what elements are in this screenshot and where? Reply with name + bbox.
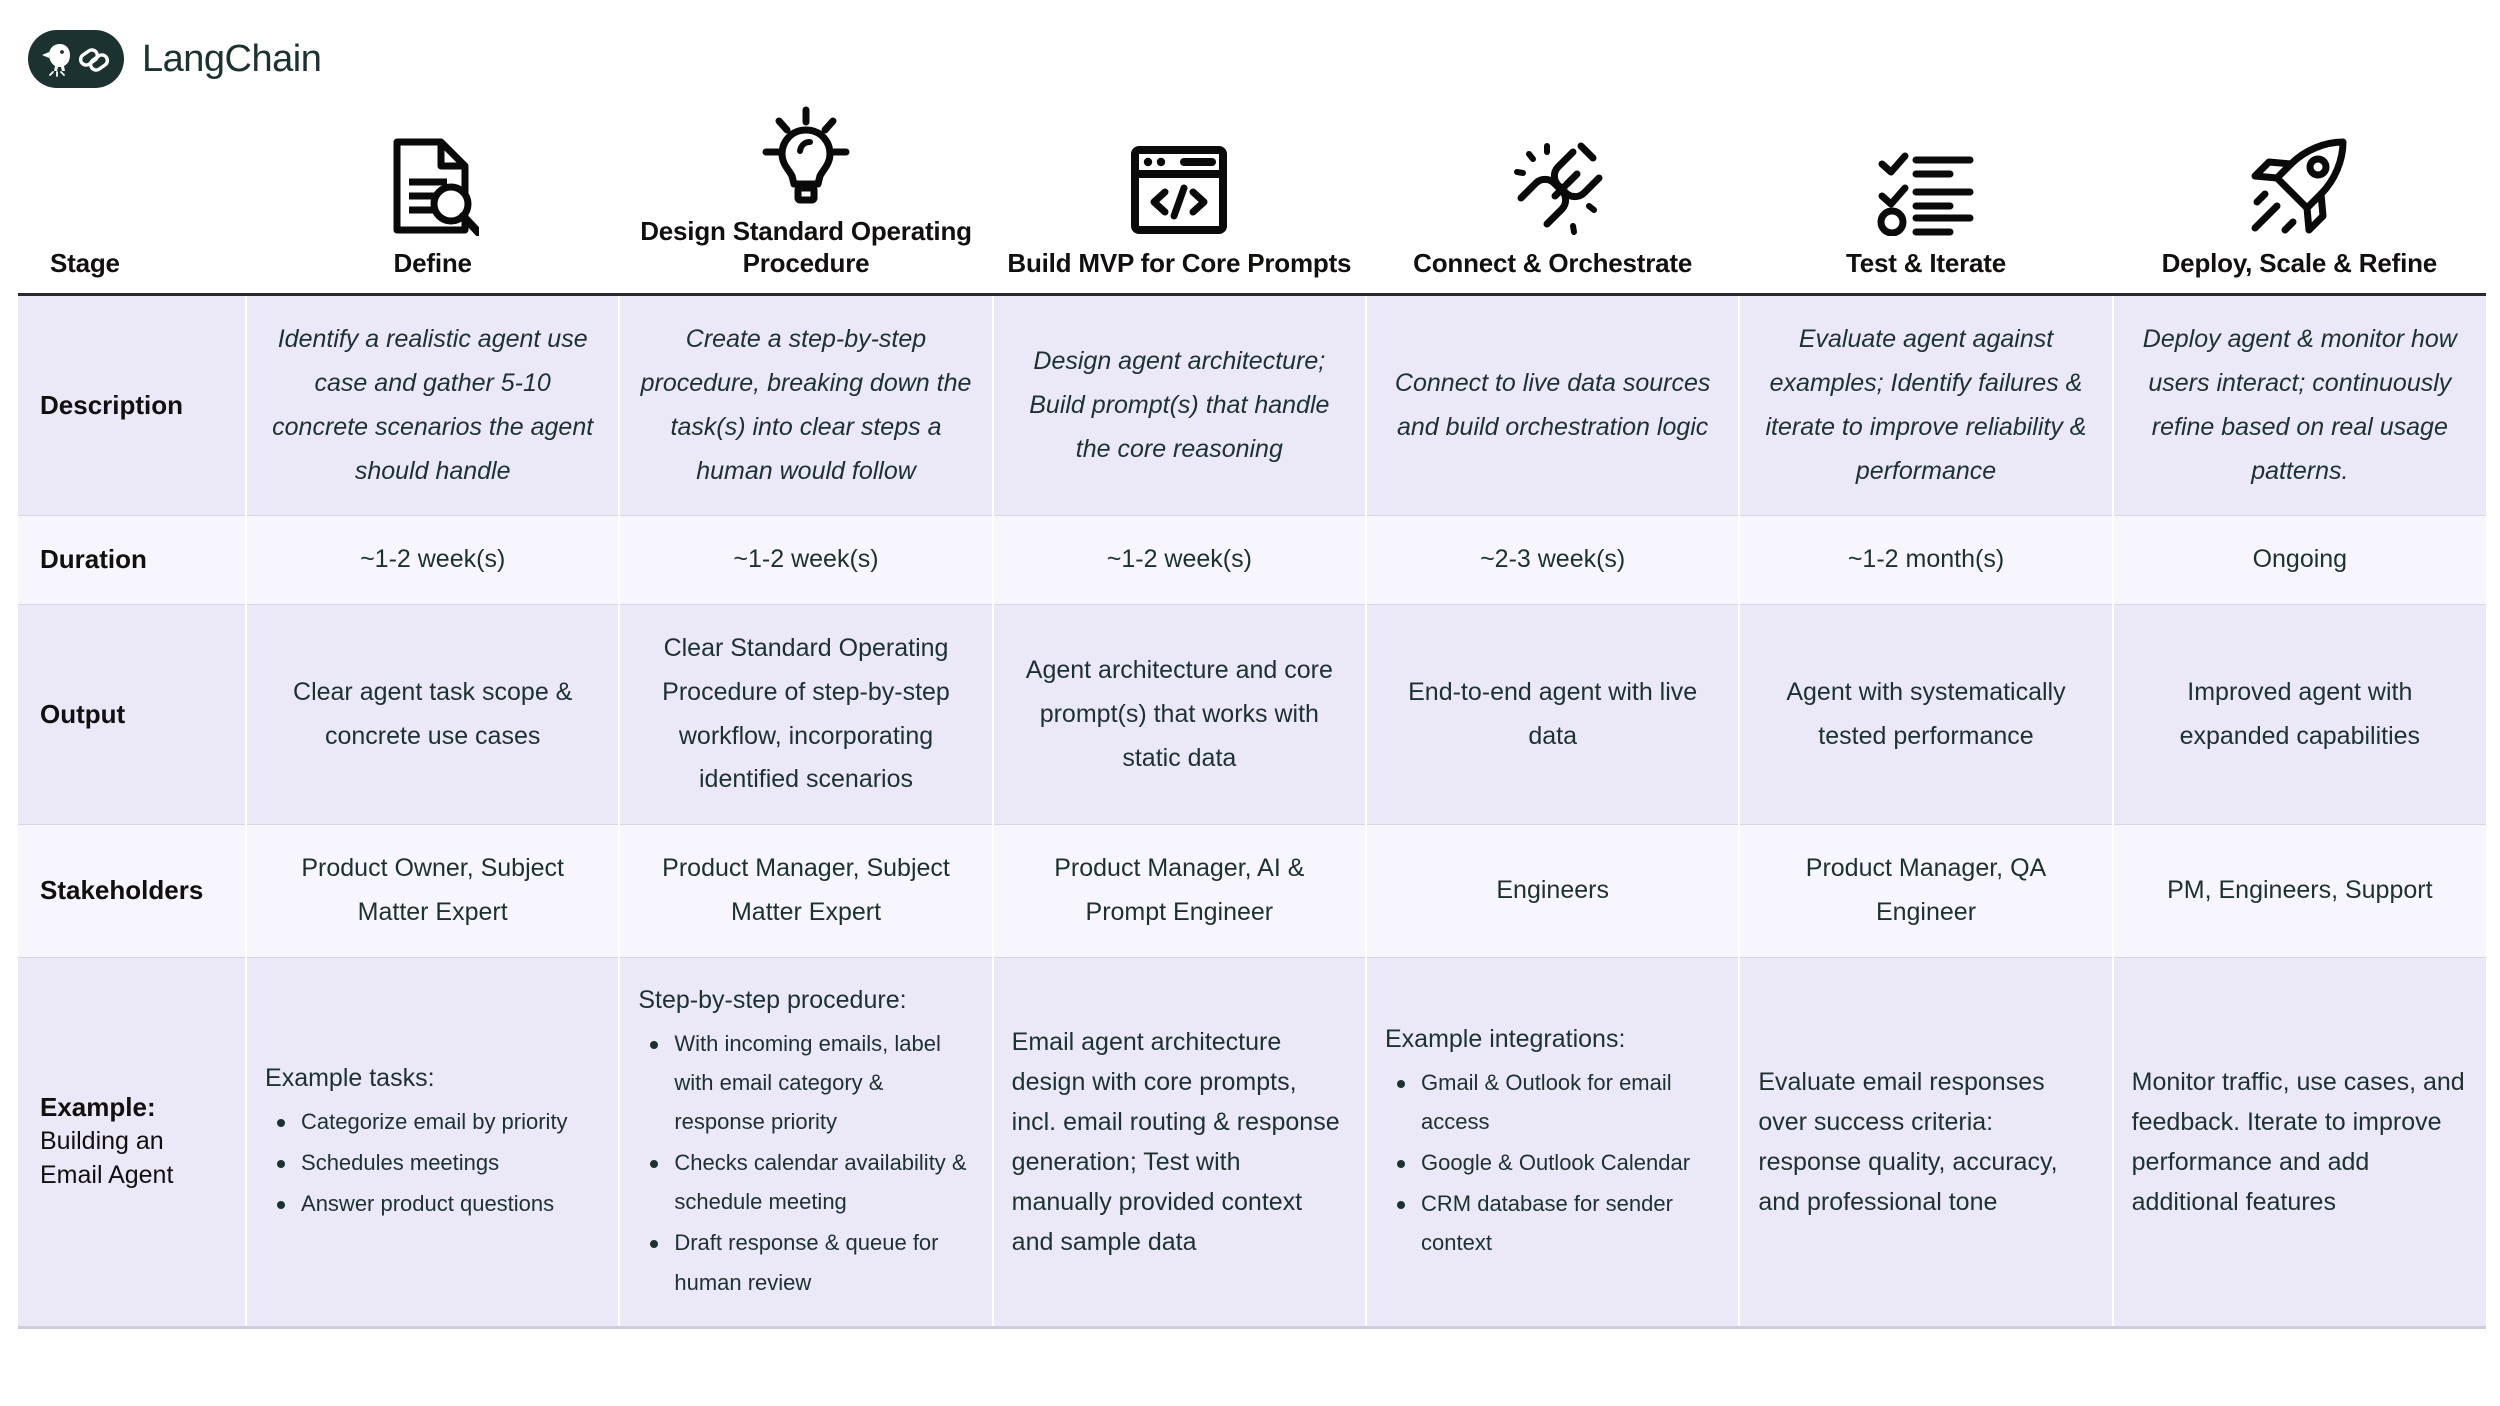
cell-duration-connect: ~2-3 week(s) bbox=[1364, 515, 1741, 605]
column-header-label: Connect & Orchestrate bbox=[1413, 247, 1693, 278]
cell-stakeholders-connect: Engineers bbox=[1364, 824, 1741, 958]
cell-duration-test: ~1-2 month(s) bbox=[1738, 515, 2114, 605]
header-cell-define: Define bbox=[246, 92, 620, 295]
cell-example-build-mvp: Email agent architecture design with cor… bbox=[991, 956, 1368, 1329]
row-label-output: Output bbox=[18, 604, 248, 825]
cell-example-deploy: Monitor traffic, use cases, and feedback… bbox=[2111, 956, 2486, 1329]
plug-connector-icon bbox=[1376, 124, 1729, 236]
column-header-label: Test & Iterate bbox=[1845, 247, 2006, 278]
header-cell-build-mvp: Build MVP for Core Prompts bbox=[992, 92, 1366, 295]
cell-duration-build-mvp: ~1-2 week(s) bbox=[991, 515, 1368, 605]
agent-lifecycle-table: Stage bbox=[18, 92, 2486, 1329]
cell-stakeholders-test: Product Manager, QA Engineer bbox=[1738, 824, 2114, 958]
checklist-icon bbox=[1749, 124, 2102, 236]
list-item: Google & Outlook Calendar bbox=[1385, 1143, 1720, 1182]
row-label-description: Description bbox=[18, 293, 248, 516]
example-lead: Example tasks: bbox=[265, 1064, 435, 1092]
column-header-label: Deploy, Scale & Refine bbox=[2161, 247, 2438, 278]
list-item: Schedules meetings bbox=[265, 1143, 600, 1182]
header-cell-connect: Connect & Orchestrate bbox=[1366, 92, 1740, 295]
header-cell-stage: Stage bbox=[18, 92, 247, 295]
list-item: Draft response & queue for human review bbox=[638, 1223, 973, 1301]
cell-description-deploy: Deploy agent & monitor how users interac… bbox=[2111, 293, 2486, 516]
table-row-example: Example: Building an Email Agent Example… bbox=[18, 956, 2486, 1329]
column-header-label: Design Standard Operating Procedure bbox=[640, 216, 972, 278]
table-row: Duration ~1-2 week(s) ~1-2 week(s) ~1-2 … bbox=[18, 515, 2486, 605]
brand-name: LangChain bbox=[142, 37, 322, 80]
cell-output-deploy: Improved agent with expanded capabilitie… bbox=[2111, 604, 2486, 825]
rocket-icon bbox=[2123, 124, 2476, 236]
cell-description-test: Evaluate agent against examples; Identif… bbox=[1738, 293, 2114, 516]
cell-description-build-mvp: Design agent architecture; Build prompt(… bbox=[991, 293, 1368, 516]
row-label-example: Example: Building an Email Agent bbox=[18, 956, 248, 1329]
cell-output-define: Clear agent task scope & concrete use ca… bbox=[245, 604, 621, 825]
cell-description-connect: Connect to live data sources and build o… bbox=[1364, 293, 1741, 516]
table-header-row: Stage bbox=[18, 92, 2486, 295]
cell-duration-deploy: Ongoing bbox=[2111, 515, 2486, 605]
cell-output-build-mvp: Agent architecture and core prompt(s) th… bbox=[991, 604, 1368, 825]
cell-stakeholders-build-mvp: Product Manager, AI & Prompt Engineer bbox=[991, 824, 1368, 958]
browser-code-icon bbox=[1003, 124, 1356, 236]
row-label-duration: Duration bbox=[18, 515, 248, 605]
list-item: Answer product questions bbox=[265, 1184, 600, 1223]
list-item: Checks calendar availability & schedule … bbox=[638, 1143, 973, 1221]
example-paragraph: Monitor traffic, use cases, and feedback… bbox=[2131, 1067, 2465, 1216]
cell-example-test: Evaluate email responses over success cr… bbox=[1738, 956, 2114, 1329]
cell-stakeholders-deploy: PM, Engineers, Support bbox=[2111, 824, 2486, 958]
list-item: CRM database for sender context bbox=[1385, 1184, 1720, 1262]
cell-output-design-sop: Clear Standard Operating Procedure of st… bbox=[618, 604, 994, 825]
cell-description-define: Identify a realistic agent use case and … bbox=[245, 293, 621, 516]
column-header-label: Build MVP for Core Prompts bbox=[1007, 247, 1352, 278]
cell-stakeholders-define: Product Owner, Subject Matter Expert bbox=[245, 824, 621, 958]
row-label-example-sub: Building an Email Agent bbox=[40, 1126, 174, 1189]
table-row: Description Identify a realistic agent u… bbox=[18, 293, 2486, 516]
example-bullet-list: Categorize email by priority Schedules m… bbox=[265, 1102, 600, 1223]
example-lead: Example integrations: bbox=[1385, 1024, 1626, 1053]
example-paragraph: Email agent architecture design with cor… bbox=[1011, 1027, 1340, 1256]
row-label-stakeholders: Stakeholders bbox=[18, 824, 248, 958]
langchain-parrot-link-logo-icon bbox=[28, 30, 124, 88]
example-bullet-list: With incoming emails, label with email c… bbox=[638, 1024, 973, 1302]
cell-duration-design-sop: ~1-2 week(s) bbox=[618, 515, 994, 605]
list-item: Categorize email by priority bbox=[265, 1102, 600, 1141]
cell-example-connect: Example integrations: Gmail & Outlook fo… bbox=[1364, 956, 1741, 1329]
header-cell-design-sop: Design Standard Operating Procedure bbox=[619, 92, 993, 295]
example-bullet-list: Gmail & Outlook for email access Google … bbox=[1385, 1063, 1720, 1263]
cell-example-design-sop: Step-by-step procedure: With incoming em… bbox=[618, 956, 994, 1329]
cell-output-connect: End-to-end agent with live data bbox=[1364, 604, 1741, 825]
brand-logo: LangChain bbox=[28, 30, 322, 88]
table-row: Output Clear agent task scope & concrete… bbox=[18, 604, 2486, 825]
lightbulb-idea-icon bbox=[629, 92, 982, 204]
cell-example-define: Example tasks: Categorize email by prior… bbox=[245, 956, 621, 1329]
cell-duration-define: ~1-2 week(s) bbox=[245, 515, 621, 605]
header-cell-deploy: Deploy, Scale & Refine bbox=[2112, 92, 2486, 295]
cell-description-design-sop: Create a step-by-step procedure, breakin… bbox=[618, 293, 994, 516]
example-paragraph: Evaluate email responses over success cr… bbox=[1758, 1067, 2058, 1216]
cell-stakeholders-design-sop: Product Manager, Subject Matter Expert bbox=[618, 824, 994, 958]
header-cell-test-iterate: Test & Iterate bbox=[1739, 92, 2113, 295]
list-item: Gmail & Outlook for email access bbox=[1385, 1063, 1720, 1141]
document-search-icon bbox=[256, 124, 609, 236]
list-item: With incoming emails, label with email c… bbox=[638, 1024, 973, 1141]
column-header-label: Define bbox=[393, 247, 472, 278]
example-lead: Step-by-step procedure: bbox=[638, 985, 907, 1014]
column-header-stage: Stage bbox=[50, 247, 120, 278]
row-label-example-main: Example: bbox=[40, 1092, 156, 1123]
cell-output-test: Agent with systematically tested perform… bbox=[1738, 604, 2114, 825]
table-row: Stakeholders Product Owner, Subject Matt… bbox=[18, 824, 2486, 958]
